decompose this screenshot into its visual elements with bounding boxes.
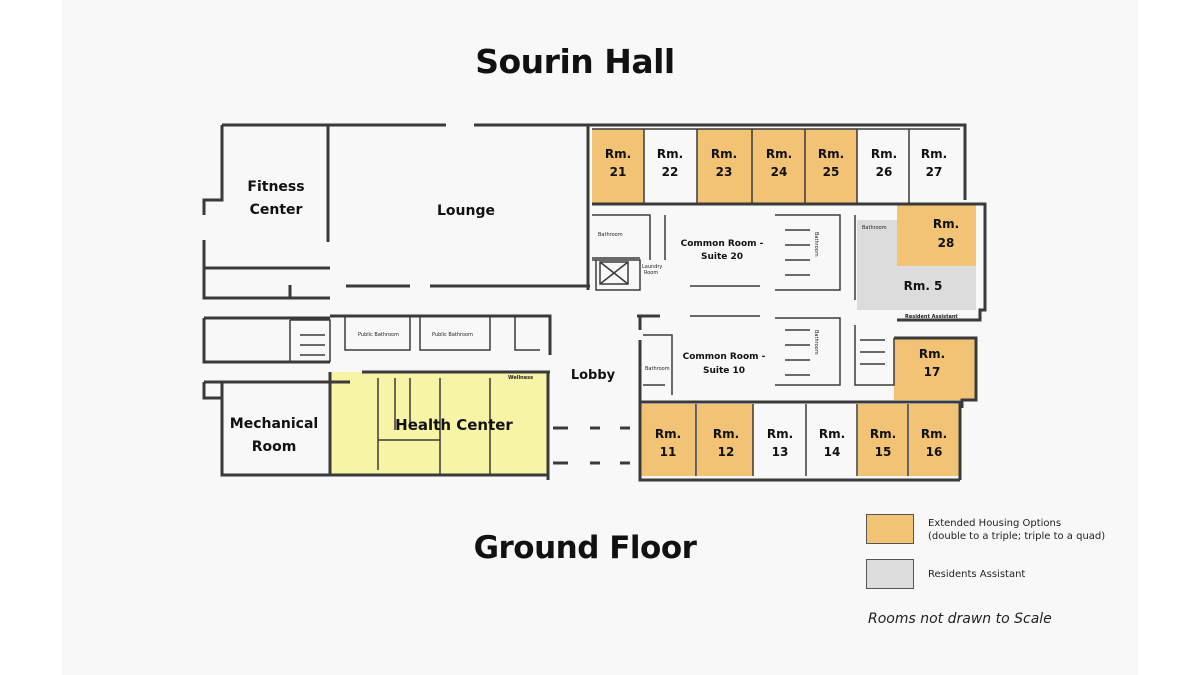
room-25-rm: Rm. <box>818 147 844 161</box>
legend-extended-line2: (double to a triple; triple to a quad) <box>928 531 1106 542</box>
public-bathroom-1-label: Public Bathroom <box>358 332 399 338</box>
room-12-rm: Rm. <box>713 427 739 441</box>
mechanical-room-label-1: Mechanical <box>230 416 318 432</box>
bathroom-20-label: Bathroom <box>598 232 623 238</box>
building-title: Sourin Hall <box>475 42 675 81</box>
room-21-fill <box>592 129 644 203</box>
room-15-number: 15 <box>875 445 892 459</box>
legend-ra-text: Residents Assistant <box>928 569 1026 580</box>
room-16-number: 16 <box>926 445 943 459</box>
room-26-number: 26 <box>876 165 893 179</box>
room-5-fill-overlay <box>897 204 976 266</box>
fitness-center-label-2: Center <box>250 202 303 218</box>
room-13-rm: Rm. <box>767 427 793 441</box>
legend-extended-swatch <box>866 514 914 544</box>
room-24-fill <box>752 129 805 203</box>
common-room-20-label-2: Suite 20 <box>701 252 743 262</box>
laundry-label-2: Room <box>644 270 658 276</box>
room-22-number: 22 <box>662 165 679 179</box>
lobby-label: Lobby <box>571 368 616 383</box>
room-23-fill <box>697 129 752 203</box>
room-12-fill <box>697 404 753 476</box>
room-25-fill <box>805 129 857 203</box>
fitness-center-label-1: Fitness <box>247 179 304 195</box>
room-22-rm: Rm. <box>657 147 683 161</box>
room-16-rm: Rm. <box>921 427 947 441</box>
legend-ra-swatch <box>866 559 914 589</box>
common-room-10-label-2: Suite 10 <box>703 366 745 376</box>
legend-extended-text: Extended Housing Options (double to a tr… <box>928 517 1105 543</box>
room-14-number: 14 <box>824 445 841 459</box>
room-11-fill <box>641 404 696 476</box>
room-23-rm: Rm. <box>711 147 737 161</box>
bathroom-vertical-10: Bathroom <box>813 330 819 355</box>
room-24-rm: Rm. <box>766 147 792 161</box>
health-center-label: Health Center <box>395 416 513 434</box>
common-room-10-label-1: Common Room - <box>683 352 766 362</box>
bathroom-vertical-20: Bathroom <box>813 232 819 257</box>
room-28-rm: Rm. <box>933 217 959 231</box>
mechanical-room-label-2: Room <box>252 439 297 455</box>
wellness-label: Wellness <box>508 375 533 381</box>
legend-extended-line1: Extended Housing Options <box>928 518 1062 529</box>
bathroom-ra-label: Bathroom <box>862 225 887 231</box>
room-15-fill <box>858 404 908 476</box>
room-16-fill <box>909 404 959 476</box>
floor-subtitle: Ground Floor <box>473 530 697 566</box>
room-21-rm: Rm. <box>605 147 631 161</box>
room-12-number: 12 <box>718 445 735 459</box>
room-13-number: 13 <box>772 445 789 459</box>
laundry-label-1: Laundry <box>642 264 662 270</box>
room-11-number: 11 <box>660 445 677 459</box>
resident-assistant-label: Resident Assistant <box>905 314 958 320</box>
lounge-label: Lounge <box>437 203 495 219</box>
room-17-rm: Rm. <box>919 347 945 361</box>
room-14-rm: Rm. <box>819 427 845 441</box>
room-5-label: Rm. 5 <box>904 279 943 293</box>
bathroom-10-label: Bathroom <box>645 366 670 372</box>
room-26-rm: Rm. <box>871 147 897 161</box>
room-15-rm: Rm. <box>870 427 896 441</box>
room-17-number: 17 <box>924 365 941 379</box>
scale-note: Rooms not drawn to Scale <box>868 611 1052 627</box>
room-21-number: 21 <box>610 165 627 179</box>
room-labels-bottom: Rm. 11 Rm. 12 Rm. 13 Rm. 14 Rm. 15 Rm. 1… <box>655 427 947 459</box>
walls <box>202 123 987 482</box>
room-23-number: 23 <box>716 165 733 179</box>
public-bathroom-2-label: Public Bathroom <box>432 332 473 338</box>
room-24-number: 24 <box>771 165 788 179</box>
health-center-fill <box>330 372 548 475</box>
room-11-rm: Rm. <box>655 427 681 441</box>
room-28-number: 28 <box>938 236 955 250</box>
room-27-rm: Rm. <box>921 147 947 161</box>
room-25-number: 25 <box>823 165 840 179</box>
room-17-fill <box>894 338 976 400</box>
common-room-20-label-1: Common Room - <box>681 239 764 249</box>
room-fills <box>330 129 976 476</box>
room-27-number: 27 <box>926 165 943 179</box>
room-labels-top: Rm. 21 Rm. 22 Rm. 23 Rm. 24 Rm. 25 Rm. 2… <box>605 147 947 179</box>
